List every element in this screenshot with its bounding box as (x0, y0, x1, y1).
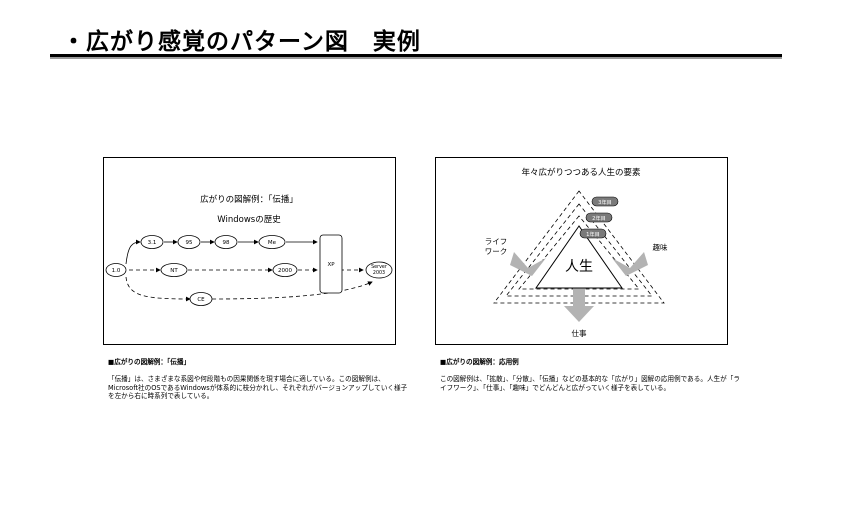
year2-label: 2年目 (592, 214, 606, 222)
node-server-label-2: 2003 (373, 270, 385, 276)
figure1-title: 広がりの図解例：「伝播」 (200, 194, 298, 205)
node-ce-shape (189, 292, 213, 306)
figure-life-elements: 年々広がりつつある人生の要素 人生 3年目 2年目 1年目 ライフ (435, 157, 728, 345)
node-10-label: 1.0 (112, 268, 121, 274)
node-2000-shape (272, 263, 298, 277)
node-98-label: 98 (223, 240, 230, 246)
connector-10-31 (125, 239, 141, 265)
year3-pill (591, 196, 619, 207)
node-10-shape (105, 263, 127, 277)
figure1-caption-heading: ■広がりの図解例：「伝播」 (108, 358, 191, 367)
year3-label: 3年目 (598, 198, 612, 206)
year1-label: 1年目 (586, 230, 600, 238)
node-xp-shape (319, 234, 343, 294)
node-31-shape (140, 235, 164, 249)
figure2-caption: ■広がりの図解例：応用例 この図解例は、「拡散」、「分散」、「伝播」などの基本的… (440, 350, 740, 392)
node-98-shape (214, 235, 238, 249)
arrow-left-shape (510, 252, 546, 276)
title-underline-shadow (50, 57, 782, 59)
center-label: 人生 (565, 259, 593, 275)
node-ce-label: CE (197, 297, 205, 303)
figure2-caption-heading: ■広がりの図解例：応用例 (440, 358, 519, 367)
node-me-shape (258, 235, 286, 249)
figure-windows-history: 広がりの図解例：「伝播」 Windowsの歴史 (103, 157, 396, 345)
node-nt-label: NT (170, 268, 178, 274)
windows-history-diagram: 広がりの図解例：「伝播」 Windowsの歴史 (105, 194, 393, 306)
page-title: ・広がり感覚のパターン図 実例 (62, 29, 421, 55)
title-underline (50, 54, 782, 57)
life-elements-diagram: 年々広がりつつある人生の要素 人生 3年目 2年目 1年目 ライフ (485, 167, 668, 338)
triangle-center (535, 225, 623, 289)
node-server-label-1: Server (371, 264, 387, 270)
arrow-down-shape (564, 286, 594, 322)
node-2000-label: 2000 (278, 268, 292, 274)
figure1-caption-body: 「伝播」は、さまざまな系図や何段階もの因果関係を現す場合に適している。この図解例… (108, 375, 408, 401)
figure1-caption: ■広がりの図解例：「伝播」 「伝播」は、さまざまな系図や何段階もの因果関係を現す… (108, 350, 408, 400)
arrow-right-shape (612, 252, 648, 276)
node-nt-shape (160, 263, 188, 277)
node-95-shape (177, 235, 201, 249)
label-work: 仕事 (572, 328, 587, 338)
figure2-title: 年々広がりつつある人生の要素 (521, 167, 641, 178)
node-me-label: Me (268, 240, 277, 246)
label-lifework-1: ライフ (485, 237, 508, 246)
label-hobby: 趣味 (653, 242, 668, 252)
connector-ce-server (211, 281, 373, 300)
figure2-caption-body: この図解例は、「拡散」、「分散」、「伝播」などの基本的な「広がり」図解の応用例で… (440, 375, 740, 392)
node-server-shape (365, 261, 393, 279)
label-lifework-2: ワーク (485, 247, 508, 256)
connector-10-ce (125, 276, 191, 302)
figure1-subtitle: Windowsの歴史 (217, 214, 281, 225)
node-xp-label: XP (327, 262, 335, 268)
year1-pill (579, 228, 607, 239)
node-95-label: 95 (186, 240, 193, 246)
node-31-label: 3.1 (148, 240, 157, 246)
year2-pill (585, 212, 613, 223)
